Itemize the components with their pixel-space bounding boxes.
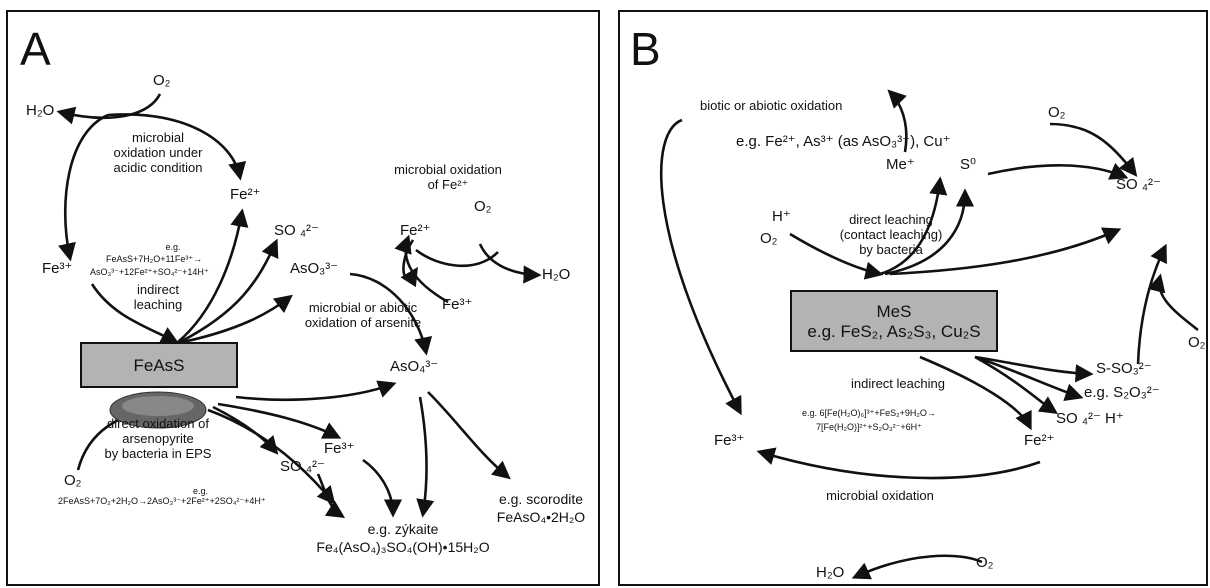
indirect-leaching-label: indirect leaching [851, 376, 945, 391]
species-fe2-right: Fe²⁺ [400, 222, 431, 239]
species-h-plus: H⁺ [772, 208, 791, 225]
panel-b: B biotic or abiotic oxidation e.g. Fe²⁺,… [618, 10, 1208, 586]
panel-b-arrows [659, 89, 1199, 580]
species-o2: O₂ [153, 72, 171, 89]
species-fe3-right: Fe³⁺ [442, 296, 473, 313]
species-h2o-right: H₂O [542, 266, 571, 283]
arrow-mineral-to-zykaite [207, 408, 336, 505]
arrow-mineral-to-aso3 [182, 294, 293, 344]
arrow-mineral-to-s0 [884, 188, 975, 276]
mineral-box-feass: FeAsS [80, 342, 238, 388]
species-fe3: Fe³⁺ [714, 432, 745, 449]
panel-a: A O₂ H₂O microbial oxidation under acidi… [6, 10, 600, 586]
arrow-mineral-to-fe2 [919, 355, 1032, 431]
species-so4: SO ₄²⁻ [274, 222, 319, 239]
oxidation-examples: e.g. Fe²⁺, As³⁺ (as AsO₃³⁻), Cu⁺ [736, 133, 951, 150]
direct-leaching-label: direct leaching (contact leaching) by ba… [839, 212, 943, 257]
arrow-fe3-to-zykaite [362, 458, 403, 518]
arrow-o2-right-to-sso3 [1147, 273, 1199, 332]
arrow-mineral-to-so4-top [889, 227, 1122, 276]
panel-a-letter: A [20, 23, 51, 75]
arrow-aso4-to-zykaite [416, 396, 435, 518]
arrow-fe2-to-fe3-cycle [403, 239, 499, 278]
arrow-oxidation-to-fe3 [659, 118, 742, 416]
arrow-o2-to-h2o [851, 554, 983, 580]
species-o2-bottom: O₂ [976, 554, 994, 571]
indirect-leaching-label: indirect leaching [133, 282, 183, 312]
arrow-aso4-to-scorodite [427, 391, 511, 480]
species-aso3: AsO₃³⁻ [290, 260, 339, 277]
arrow-sso3-to-so4 [1136, 243, 1167, 365]
arrow-cycle-to-fe3 [58, 113, 109, 262]
species-s0: S⁰ [960, 156, 977, 173]
arrow-mineral-to-fe2 [177, 208, 249, 343]
species-o2-left: O₂ [760, 230, 778, 247]
arrow-mineral-to-s2o3 [974, 355, 1084, 402]
species-o2-top: O₂ [1048, 104, 1066, 121]
arrow-fe3-to-mineral [90, 283, 180, 344]
arrow-o2-to-h2o-right [478, 243, 542, 284]
microbial-oxidation-label: microbial oxidation [826, 488, 934, 503]
mineral-title: MeS [876, 302, 912, 321]
arrow-mineral-to-me [879, 176, 948, 276]
eg-label: e.g. [165, 242, 181, 252]
species-o2-right: O₂ [474, 198, 492, 215]
arrow-o2-to-h2o [56, 93, 162, 125]
mineral-label: FeAsS [133, 356, 185, 375]
species-s-so3: S-SO₃²⁻ [1096, 360, 1152, 377]
species-fe2: Fe²⁺ [1024, 432, 1055, 449]
arrow-fe3-to-fe2-right [394, 234, 449, 304]
species-so4-top: SO ₄²⁻ [1116, 176, 1161, 193]
species-s2o3: e.g. S₂O₃²⁻ [1084, 384, 1160, 401]
species-h2o: H₂O [816, 564, 845, 581]
species-me: Me⁺ [886, 156, 915, 173]
species-fe2: Fe²⁺ [230, 186, 261, 203]
arrow-fe2-to-fe3 [756, 447, 1041, 480]
eg-label-2: e.g. [193, 486, 209, 496]
arrow-s0-to-so4 [987, 162, 1129, 180]
species-aso4: AsO₄³⁻ [390, 358, 439, 375]
arrow-h-o2-to-mineral [789, 232, 884, 280]
species-so4-h: SO ₄²⁻ H⁺ [1056, 410, 1124, 427]
species-fe3: Fe³⁺ [42, 260, 73, 277]
cycle-label: microbial oxidation under acidic conditi… [113, 130, 203, 175]
arrow-mineral-to-fe3-bottom [217, 402, 342, 439]
fe-oxidation-label: microbial oxidation of Fe²⁺ [394, 162, 502, 192]
mineral-examples: e.g. FeS₂, As₂S₃, Cu₂S [807, 322, 981, 341]
arrow-me-to-oxidation [887, 89, 908, 153]
zykaite-label: e.g. zýkaite Fe₄(AsO₄)₃SO₄(OH)•15H₂O [316, 521, 490, 555]
equation-1: e.g. 6[Fe(H₂O)₆]³⁺+FeS₂+9H₂O→ [802, 408, 936, 418]
mineral-box-mes: MeS e.g. FeS₂, As₂S₃, Cu₂S [790, 290, 998, 352]
equation-2: 7[Fe(H₂O)]²⁺+S₂O₃²⁻+6H⁺ [816, 422, 922, 432]
scorodite-label: e.g. scorodite FeAsO₄•2H₂O [496, 491, 586, 525]
arrow-so4-to-zykaite [316, 473, 346, 518]
species-o2-bottom: O₂ [64, 472, 82, 489]
panel-b-letter: B [630, 23, 661, 75]
panel-a-arrows [56, 93, 542, 518]
arrow-cycle-to-fe2 [107, 113, 247, 181]
equation-indirect-1: FeAsS+7H₂O+11Fe³⁺→ [106, 254, 203, 264]
oxidation-label: biotic or abiotic oxidation [700, 98, 843, 113]
direct-oxidation-label: direct oxidation of arsenopyrite by bact… [104, 416, 212, 461]
arrow-aso3-to-aso4 [349, 272, 433, 356]
arrow-mineral-to-so4-h [974, 355, 1059, 415]
species-o2-right: O₂ [1188, 334, 1206, 351]
species-fe3-bottom: Fe³⁺ [324, 440, 355, 457]
equation-indirect-2: AsO₃³⁻+12Fe²⁺+SO₄²⁻+14H⁺ [90, 267, 209, 277]
arrow-mineral-to-aso4 [235, 380, 397, 402]
species-h2o: H₂O [26, 102, 55, 119]
species-so4-bottom: SO ₄²⁻ [280, 458, 325, 475]
arsenite-oxidation-label: microbial or abiotic oxidation of arseni… [304, 300, 422, 330]
equation-direct: 2FeAsS+7O₂+2H₂O→2AsO₃³⁻+2Fe²⁺+2SO₄²⁻+4H⁺ [58, 496, 266, 506]
arrow-mineral-to-sso3 [974, 355, 1094, 383]
arrow-mineral-to-so4 [179, 238, 279, 344]
